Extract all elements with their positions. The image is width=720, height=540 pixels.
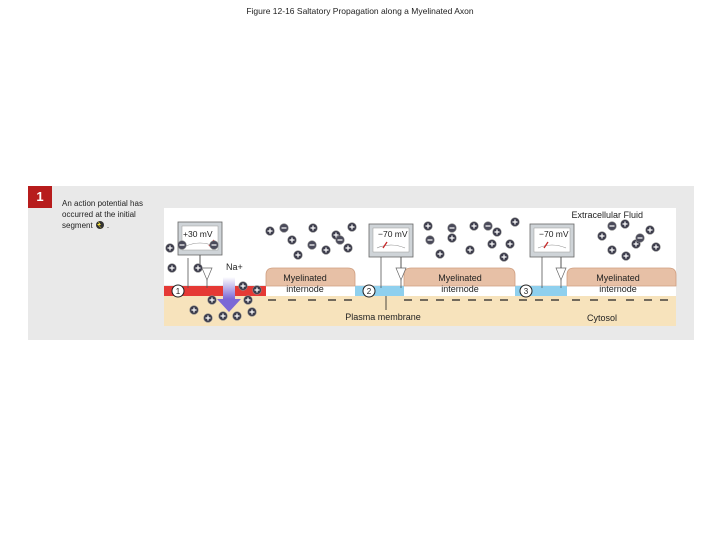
voltmeter-2-reading: −70 mV <box>378 229 408 239</box>
positive-ion-icon <box>189 305 199 315</box>
voltmeter-3-reading: −70 mV <box>539 229 569 239</box>
svg-text:2: 2 <box>367 287 372 296</box>
svg-text:3: 3 <box>524 287 529 296</box>
positive-ion-icon <box>308 223 318 233</box>
positive-ion-icon <box>435 249 445 259</box>
step-description: An action potential has occurred at the … <box>62 199 143 230</box>
positive-ion-icon <box>232 311 242 321</box>
negative-ion-icon <box>425 235 435 245</box>
voltmeter-1-reading: +30 mV <box>183 229 213 239</box>
positive-ion-icon <box>293 250 303 260</box>
inward-arrow-icon <box>217 277 241 312</box>
myelin-internode-3 <box>566 267 677 287</box>
positive-ion-icon <box>321 245 331 255</box>
negative-ion-icon <box>177 240 187 250</box>
membrane-node-1 <box>164 286 266 296</box>
plasma-membrane-label: Plasma membrane <box>345 312 421 322</box>
positive-ion-icon <box>620 219 630 229</box>
voltmeter-3 <box>529 223 575 288</box>
positive-ion-icon <box>193 263 203 273</box>
voltmeter-1 <box>177 221 223 288</box>
positive-ion-icon <box>203 313 213 323</box>
positive-ion-icon <box>343 243 353 253</box>
positive-ion-icon <box>510 217 520 227</box>
negative-ion-icon <box>607 221 617 231</box>
positive-ion-icon <box>621 251 631 261</box>
positive-ion-icon <box>238 281 248 291</box>
positive-ion-icon <box>651 242 661 252</box>
positive-ion-icon <box>597 231 607 241</box>
svg-text:1: 1 <box>176 287 181 296</box>
bolt-icon <box>95 221 104 229</box>
membrane-node-3 <box>515 286 567 296</box>
positive-ion-icon <box>218 311 228 321</box>
negative-ion-icon <box>335 235 345 245</box>
positive-ion-icon <box>167 263 177 273</box>
positive-ion-icon <box>243 295 253 305</box>
negative-ion-icon <box>635 233 645 243</box>
positive-ion-icon <box>252 285 262 295</box>
voltmeter-2 <box>368 223 414 288</box>
positive-ion-icon <box>207 295 217 305</box>
positive-ion-icon <box>487 239 497 249</box>
negative-ion-icon <box>307 240 317 250</box>
positive-ion-icon <box>492 227 502 237</box>
cytosol-label: Cytosol <box>587 313 617 323</box>
internode-3-label-line2: internode <box>599 284 637 294</box>
positive-ion-icon <box>465 245 475 255</box>
figure-title: Figure 12-16 Saltatory Propagation along… <box>246 6 474 16</box>
positive-ion-icon <box>447 233 457 243</box>
positive-ion-icon <box>347 222 357 232</box>
positive-ion-icon <box>423 221 433 231</box>
internode-1-label-line2: internode <box>286 284 324 294</box>
positive-ion-icon <box>265 226 275 236</box>
node-marker-2: 2 <box>362 284 376 298</box>
positive-ion-icon <box>505 239 515 249</box>
step-badge: 1 <box>28 186 52 208</box>
negative-ion-icon <box>447 223 457 233</box>
negative-ion-icon <box>209 240 219 250</box>
internode-1-label-line1: Myelinated <box>283 273 327 283</box>
internode-3-label-line1: Myelinated <box>596 273 640 283</box>
positive-ion-icon <box>469 221 479 231</box>
internode-2-label-line1: Myelinated <box>438 273 482 283</box>
extracellular-label: Extracellular Fluid <box>571 210 643 220</box>
membrane-node-2 <box>355 286 404 296</box>
positive-ion-icon <box>247 307 257 317</box>
positive-ion-icon <box>607 245 617 255</box>
positive-ion-icon <box>499 252 509 262</box>
node-marker-3: 3 <box>519 284 533 298</box>
negative-ion-icon <box>483 221 493 231</box>
positive-ion-icon <box>645 225 655 235</box>
sodium-ion-label: Na+ <box>226 262 243 272</box>
node-marker-1: 1 <box>171 284 185 298</box>
myelin-internode-1 <box>265 267 356 287</box>
negative-ion-icon <box>279 223 289 233</box>
positive-ion-icon <box>165 243 175 253</box>
positive-ion-icon <box>287 235 297 245</box>
internode-2-label-line2: internode <box>441 284 479 294</box>
